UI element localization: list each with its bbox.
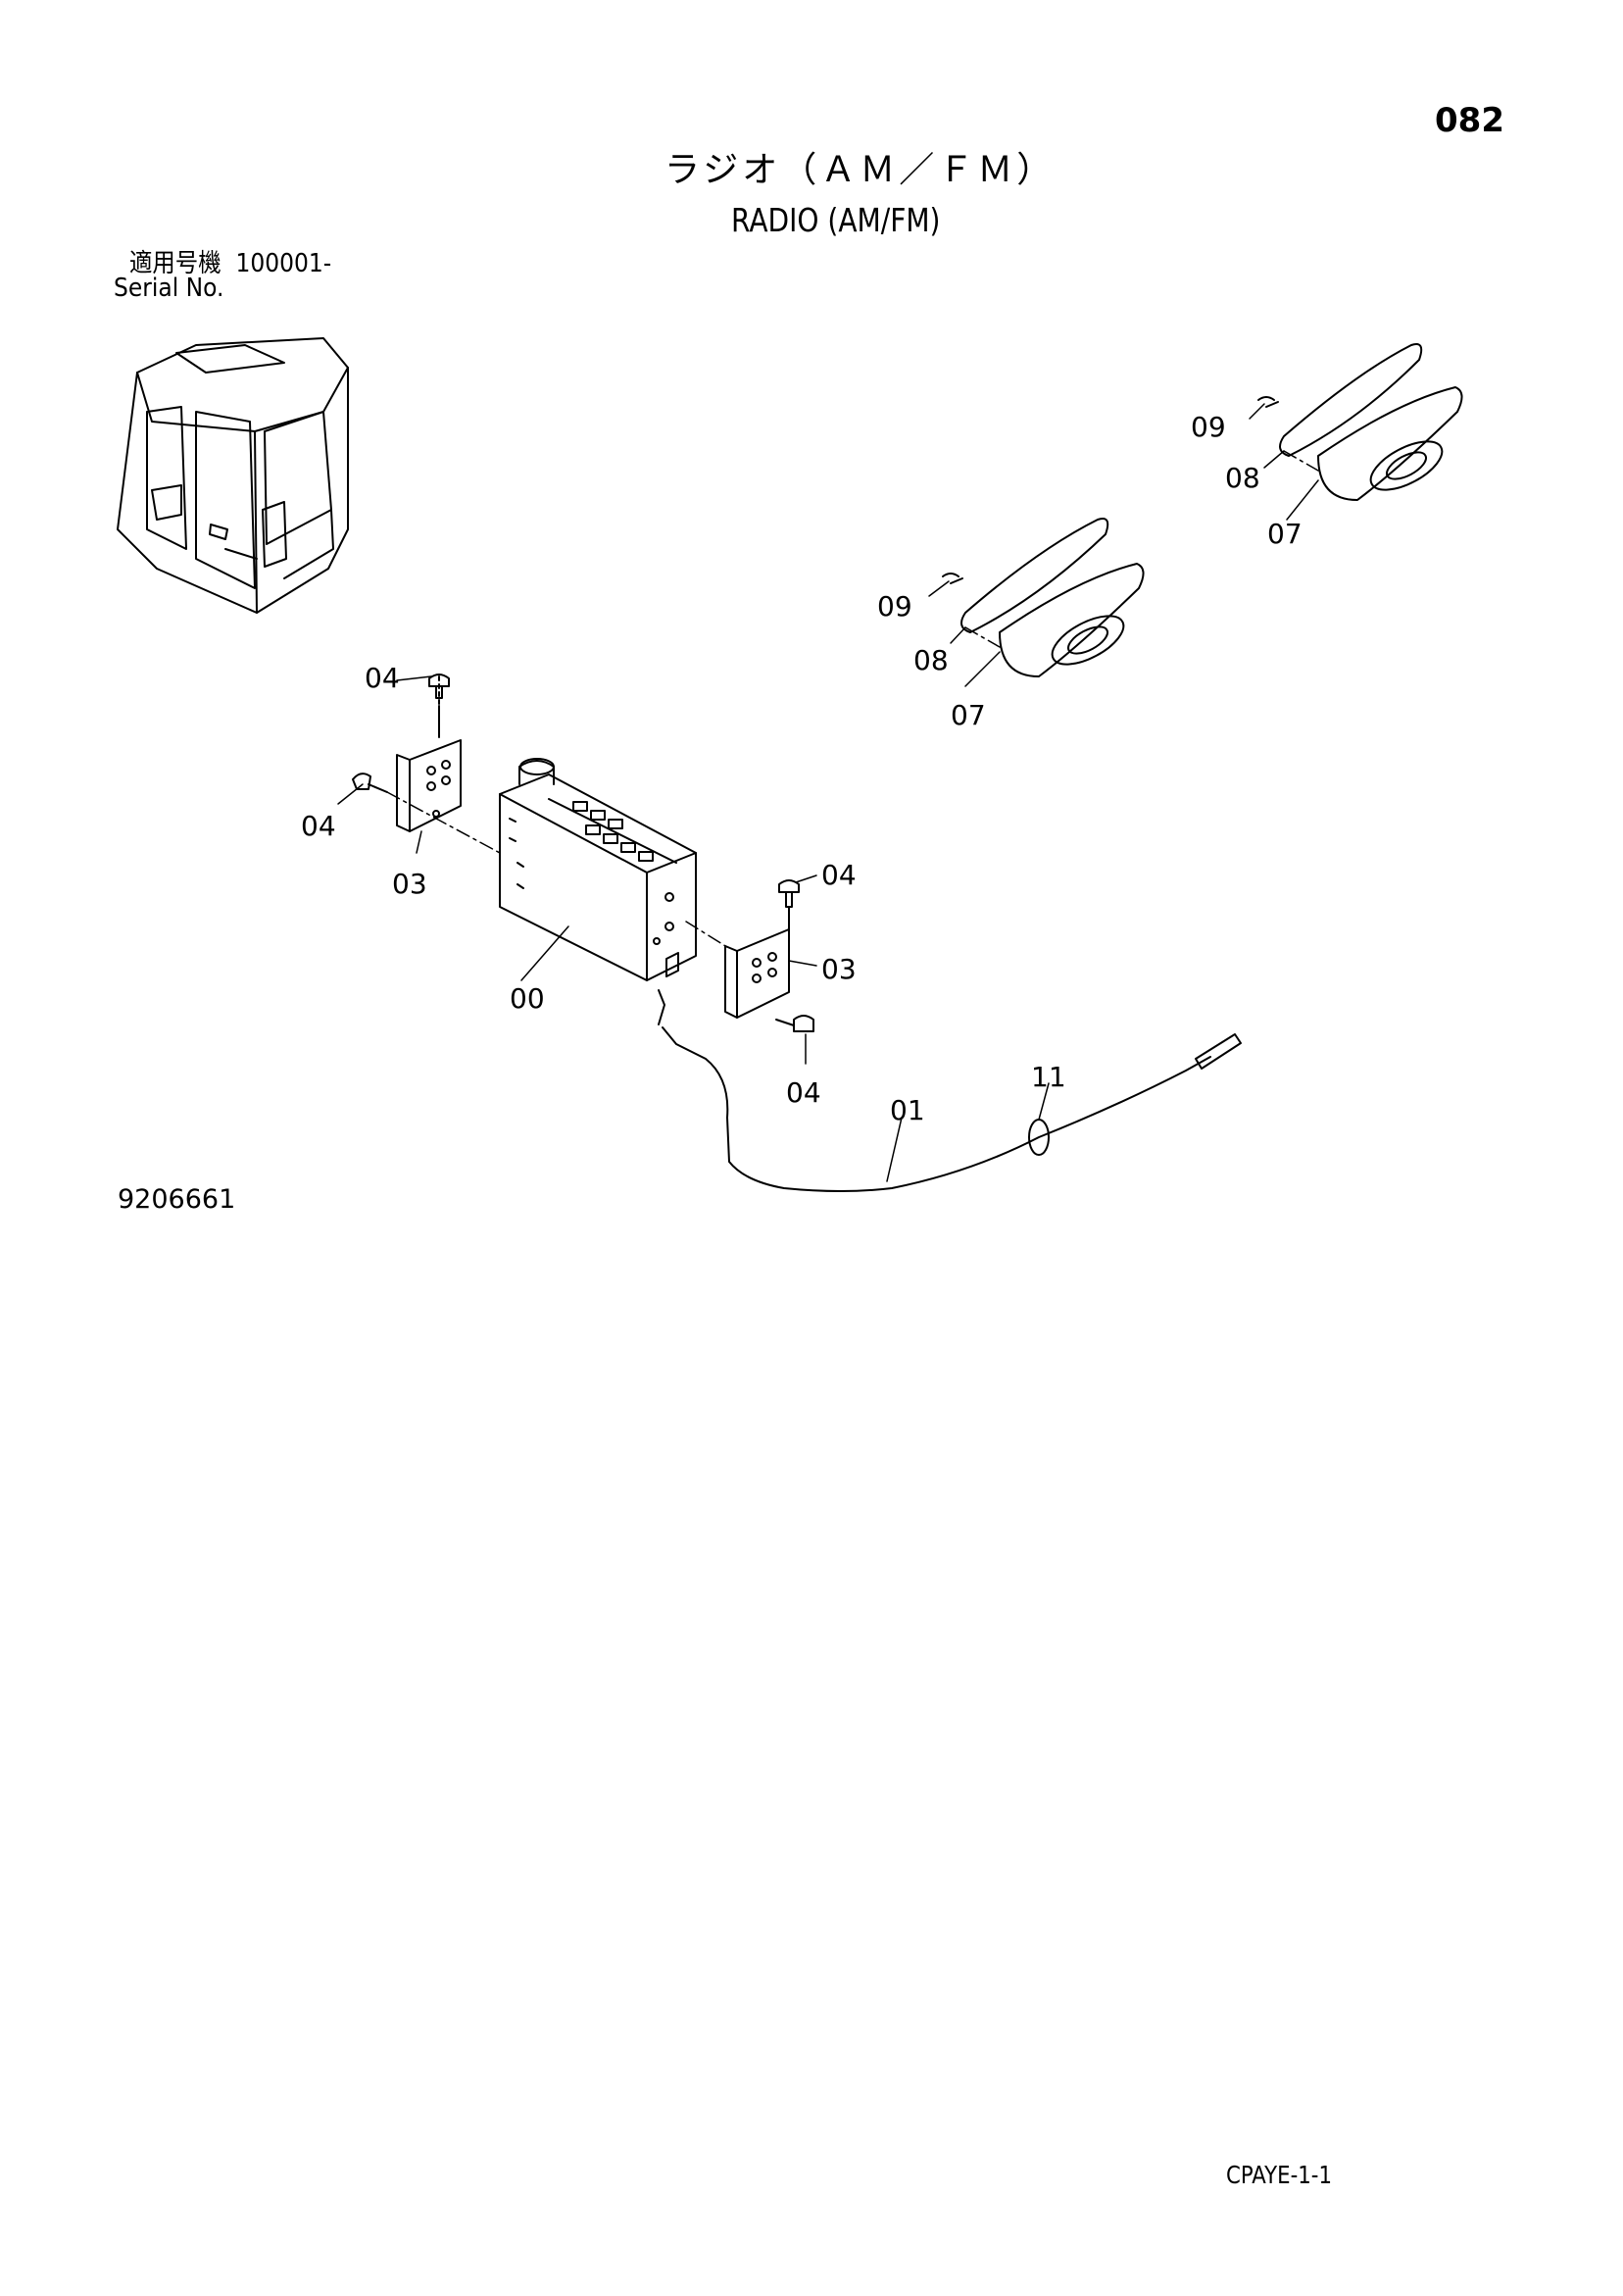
callout-04-left: 04 — [301, 810, 336, 842]
page-number: 082 — [1435, 101, 1504, 140]
speaker-assembly-lower — [942, 518, 1145, 677]
antenna-lead — [658, 989, 1242, 1192]
callout-00: 00 — [510, 982, 545, 1015]
callout-01: 01 — [890, 1094, 925, 1126]
callout-09-upper: 09 — [1191, 411, 1226, 443]
drawing-number: 9206661 — [118, 1184, 236, 1215]
callout-11: 11 — [1031, 1061, 1066, 1093]
callout-07-upper: 07 — [1267, 518, 1303, 550]
page-title-japanese: ラジオ（ＡＭ／ＦＭ） — [664, 150, 1057, 190]
callout-09-lower: 09 — [877, 590, 912, 623]
speaker-assembly-upper — [1257, 343, 1463, 501]
mounting-screws — [352, 674, 814, 1032]
callout-04-bottom: 04 — [786, 1076, 821, 1109]
cab-location-thumbnail — [117, 337, 349, 614]
callout-03-right: 03 — [821, 953, 857, 985]
left-bracket — [396, 705, 462, 832]
serial-range-japanese: 適用号機 100001- — [129, 249, 332, 278]
serial-range-label: Serial No. — [114, 274, 224, 303]
radio-unit — [499, 758, 697, 981]
assembly-center-lines — [386, 450, 1319, 950]
callout-labels: 00 01 03 03 04 04 04 04 07 07 08 08 09 0… — [301, 411, 1303, 1126]
callout-07-lower: 07 — [951, 699, 986, 731]
callout-08-upper: 08 — [1225, 462, 1260, 494]
page-title-english: RADIO (AM/FM) — [731, 201, 941, 239]
leader-lines — [337, 403, 1319, 1182]
right-bracket — [724, 906, 790, 1019]
figure-code: CPAYE-1-1 — [1226, 2161, 1332, 2189]
callout-08-lower: 08 — [913, 644, 949, 676]
callout-03-left: 03 — [392, 868, 427, 900]
callout-04-right: 04 — [821, 859, 857, 891]
callout-04-top: 04 — [365, 662, 400, 694]
